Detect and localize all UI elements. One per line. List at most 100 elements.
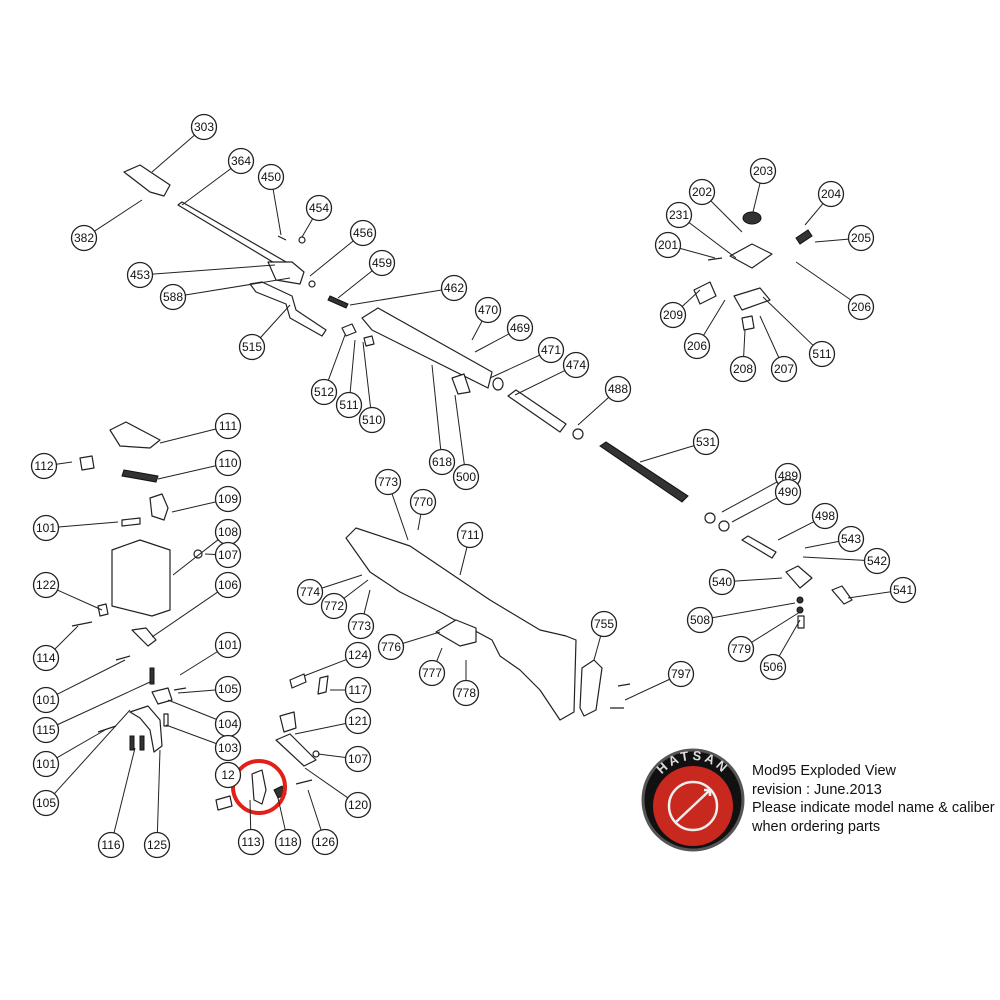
leader-line-109 xyxy=(171,501,216,513)
callout-531: 531 xyxy=(692,428,720,456)
callout-107: 107 xyxy=(344,745,372,773)
callout-543: 543 xyxy=(837,525,865,553)
callout-circle xyxy=(590,610,618,638)
callout-circle xyxy=(817,180,845,208)
part-508 xyxy=(796,596,804,604)
callout-772: 772 xyxy=(320,592,348,620)
callout-circle xyxy=(659,301,687,329)
leader-line-588 xyxy=(185,277,291,296)
callout-label: 209 xyxy=(663,308,683,322)
leader-line-774 xyxy=(321,574,363,589)
callout-label: 489 xyxy=(778,469,798,483)
callout-circle xyxy=(727,635,755,663)
leader-line-618 xyxy=(431,364,442,450)
callout-776: 776 xyxy=(377,633,405,661)
callout-circle xyxy=(296,578,324,606)
callout-label: 797 xyxy=(671,667,691,681)
leader-line-120 xyxy=(304,767,349,799)
callout-453: 453 xyxy=(126,261,154,289)
leader-line-490 xyxy=(731,497,778,523)
callout-circle xyxy=(729,355,757,383)
callout-490: 490 xyxy=(774,478,802,506)
part-471-washer xyxy=(492,377,504,391)
part-101c-pin xyxy=(97,725,117,733)
callout-label: 12 xyxy=(221,768,235,782)
callout-105: 105 xyxy=(214,675,242,703)
leader-line-116 xyxy=(113,747,136,833)
callout-label: 511 xyxy=(339,398,358,412)
callout-122: 122 xyxy=(32,571,60,599)
callout-label: 773 xyxy=(351,619,371,633)
callout-498: 498 xyxy=(811,502,839,530)
callout-label: 776 xyxy=(381,640,401,654)
callout-circle xyxy=(214,571,242,599)
callout-label: 588 xyxy=(163,290,183,304)
callout-label: 542 xyxy=(867,554,887,568)
callout-12: 12 xyxy=(214,761,242,789)
callout-circle xyxy=(811,502,839,530)
callout-231: 231 xyxy=(665,201,693,229)
callout-711: 711 xyxy=(456,521,484,549)
callout-label: 117 xyxy=(348,683,367,697)
leader-line-777 xyxy=(436,647,443,662)
callout-label: 126 xyxy=(315,835,335,849)
callout-206: 206 xyxy=(847,293,875,321)
callout-circle xyxy=(377,633,405,661)
callout-circle xyxy=(537,336,565,364)
callout-540: 540 xyxy=(708,568,736,596)
callout-label: 109 xyxy=(218,492,238,506)
callout-label: 101 xyxy=(36,757,56,771)
callout-label: 454 xyxy=(309,201,329,215)
leader-line-510 xyxy=(362,341,372,408)
leader-line-511 xyxy=(349,339,356,393)
part-105 xyxy=(173,687,187,691)
callout-205: 205 xyxy=(847,224,875,252)
part-776-trigger-guard xyxy=(435,619,477,647)
callout-125: 125 xyxy=(143,831,171,859)
callout-755: 755 xyxy=(590,610,618,638)
callout-label: 231 xyxy=(669,208,689,222)
callout-label: 120 xyxy=(348,798,368,812)
callout-label: 107 xyxy=(218,548,238,562)
callout-circle xyxy=(847,224,875,252)
callout-500: 500 xyxy=(452,463,480,491)
callout-541: 541 xyxy=(889,576,917,604)
callout-115: 115 xyxy=(32,716,60,744)
part-515-cocking-lever xyxy=(249,281,327,337)
callout-label: 531 xyxy=(696,435,716,449)
leader-line-450 xyxy=(272,189,282,236)
callout-circle xyxy=(214,412,242,440)
leader-line-303 xyxy=(151,134,195,173)
callout-label: 104 xyxy=(218,717,238,731)
callout-label: 124 xyxy=(348,648,368,662)
part-112 xyxy=(79,455,95,471)
callout-506: 506 xyxy=(759,653,787,681)
callout-circle xyxy=(683,332,711,360)
part-111-safety xyxy=(109,421,161,449)
callout-circle xyxy=(274,828,302,856)
leader-line-113 xyxy=(249,799,252,830)
leader-line-114 xyxy=(54,625,79,650)
leader-line-512 xyxy=(327,334,346,381)
callout-circle xyxy=(32,686,60,714)
callout-circle xyxy=(70,224,98,252)
callout-101: 101 xyxy=(32,514,60,542)
callout-112: 112 xyxy=(30,452,58,480)
callout-circle xyxy=(335,391,363,419)
callout-116: 116 xyxy=(97,831,125,859)
callout-circle xyxy=(474,296,502,324)
callout-label: 508 xyxy=(690,613,710,627)
leader-line-772 xyxy=(343,579,369,599)
callout-777: 777 xyxy=(418,659,446,687)
part-103 xyxy=(163,713,169,727)
part-122 xyxy=(97,603,109,617)
leader-line-773 xyxy=(391,493,409,541)
callout-circle xyxy=(237,828,265,856)
callout-label: 774 xyxy=(300,585,320,599)
callout-circle xyxy=(774,478,802,506)
leader-line-104 xyxy=(167,699,217,720)
callout-label: 618 xyxy=(432,455,452,469)
leader-line-776 xyxy=(402,631,441,644)
leader-line-103 xyxy=(165,724,217,745)
leader-line-459 xyxy=(337,270,373,299)
